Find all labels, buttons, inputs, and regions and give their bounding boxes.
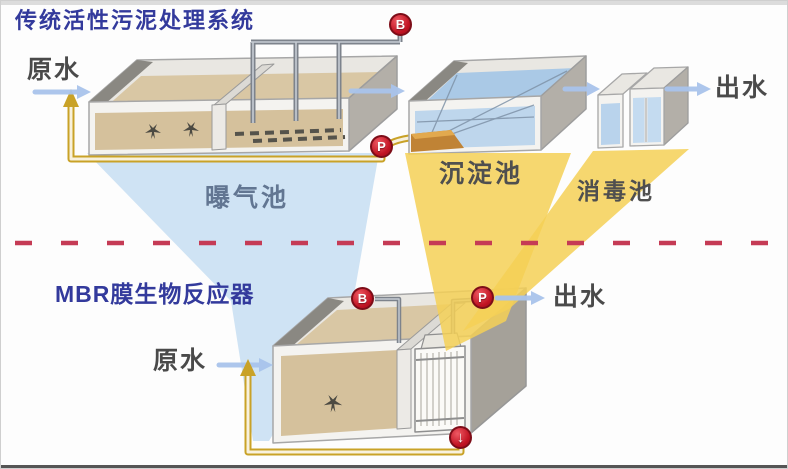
bottom-border <box>1 465 787 468</box>
beam-yellow-sedimentation-to-mbr <box>405 153 571 351</box>
aeration-tank-label: 曝气池 <box>205 184 290 212</box>
disinfection-tank-label: 消毒池 <box>577 178 655 204</box>
top-border <box>1 1 787 5</box>
membrane-module <box>414 332 466 433</box>
aeration-tank <box>88 55 398 156</box>
bottom-effluent-label: 出水 <box>553 283 608 311</box>
bottom-influent-label: 原水 <box>153 347 208 375</box>
top-effluent-label: 出水 <box>715 74 770 102</box>
pump-badge-top: P <box>370 135 393 158</box>
air-pipe-top <box>250 31 403 123</box>
disinfection-tank <box>597 66 689 149</box>
bottom-system-title: MBR膜生物反应器 <box>55 281 255 307</box>
blower-badge-bottom: B <box>351 287 374 310</box>
blower-badge-top: B <box>389 13 412 36</box>
pump-badge-bottom: P <box>471 286 494 309</box>
sedimentation-tank <box>408 55 587 155</box>
drain-badge-bottom: ↓ <box>449 426 472 449</box>
flow-arrows <box>32 82 711 372</box>
beam-yellow-disinfection-to-mbr <box>463 149 689 331</box>
sedimentation-tank-label: 沉淀池 <box>439 160 524 188</box>
air-pipe-bottom <box>375 296 402 343</box>
top-system-title: 传统活性污泥处理系统 <box>15 8 256 33</box>
top-influent-label: 原水 <box>27 56 82 84</box>
